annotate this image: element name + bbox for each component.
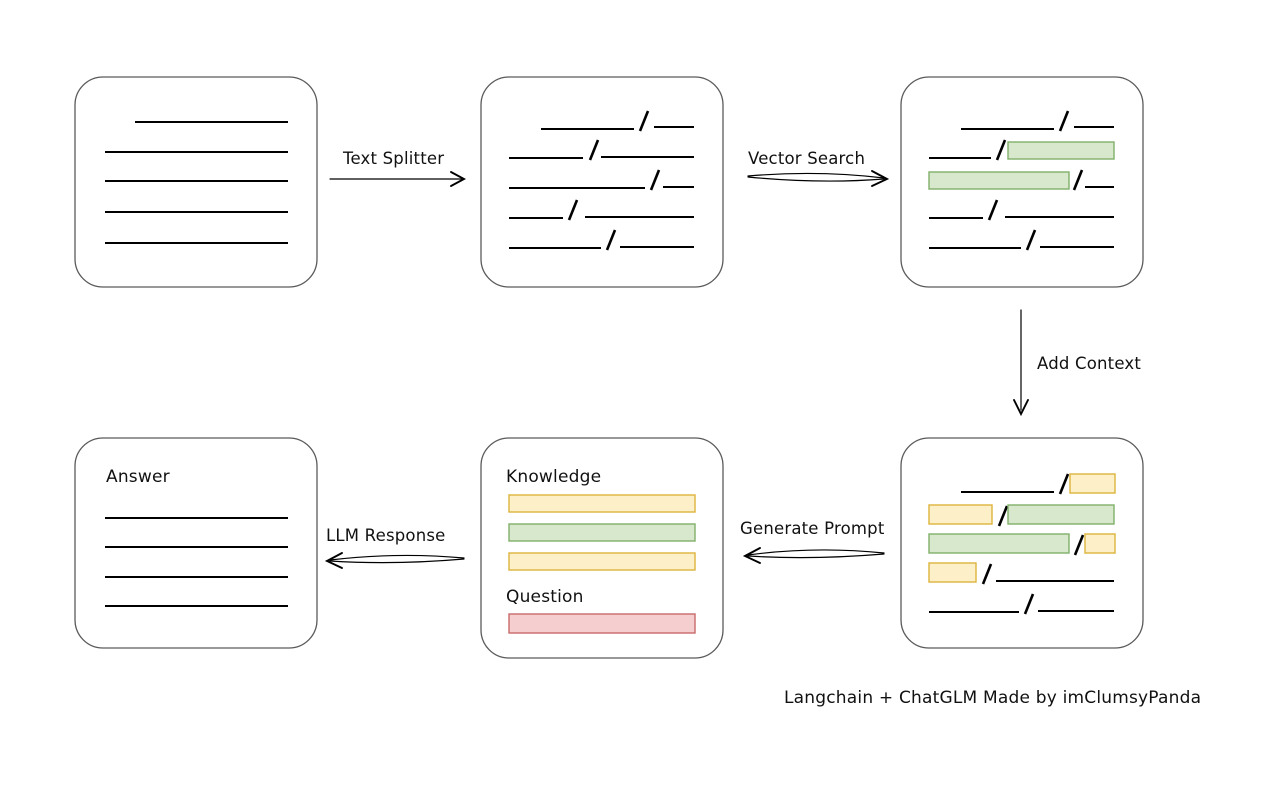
edge-add-context-label: Add Context xyxy=(1037,354,1141,373)
split-chunks-box[interactable] xyxy=(480,76,724,288)
answer-heading: Answer xyxy=(106,467,170,487)
prompt-knowledge-bar-1 xyxy=(508,494,696,513)
cchunk-slash-3 xyxy=(1073,534,1085,556)
vchunk-highlight-green-2 xyxy=(1007,141,1115,160)
edge-generate-prompt-line-top xyxy=(747,549,885,556)
vchunk-slash-4 xyxy=(987,199,999,221)
edge-llm-response-arrowhead xyxy=(324,552,343,569)
cchunk-slash-4 xyxy=(981,563,993,585)
prompt-question-heading: Question xyxy=(506,587,584,607)
chunk-slash-3 xyxy=(649,169,661,191)
cchunk-highlight-green-3 xyxy=(928,533,1070,554)
chunk-slash-4 xyxy=(567,199,579,221)
edge-text-splitter[interactable]: Text Splitter xyxy=(329,149,467,187)
edge-generate-prompt[interactable]: Generate Prompt xyxy=(740,519,885,564)
edge-text-splitter-label: Text Splitter xyxy=(342,149,444,168)
cchunk-highlight-yellow-3 xyxy=(1084,533,1116,554)
cchunk-highlight-green-2 xyxy=(1007,504,1115,525)
edge-generate-prompt-arrowhead xyxy=(742,547,761,564)
node-split-chunks[interactable] xyxy=(480,76,724,288)
prompt-knowledge-bar-3 xyxy=(508,552,696,571)
node-vector-matched-chunks[interactable] xyxy=(900,76,1144,288)
edge-llm-response[interactable]: LLM Response xyxy=(324,526,465,569)
cchunk-highlight-yellow-4 xyxy=(928,562,977,583)
edge-llm-response-line-top xyxy=(329,554,465,561)
edge-vector-search-line-top xyxy=(747,172,885,179)
edge-add-context[interactable]: Add Context xyxy=(1013,309,1141,417)
cchunk-slash-5 xyxy=(1023,593,1035,615)
prompt-knowledge-bar-2 xyxy=(508,523,696,542)
cchunk-highlight-yellow-2 xyxy=(928,504,993,525)
vchunk-highlight-green-3 xyxy=(928,171,1070,190)
vchunk-slash-1 xyxy=(1058,110,1070,132)
answer-box[interactable] xyxy=(74,437,318,649)
edge-vector-search-label: Vector Search xyxy=(748,149,865,168)
edge-llm-response-label: LLM Response xyxy=(326,526,446,545)
chunk-slash-1 xyxy=(638,110,650,132)
prompt-question-bar xyxy=(508,613,696,634)
prompt-knowledge-heading: Knowledge xyxy=(506,467,601,487)
vchunk-slash-3 xyxy=(1072,169,1084,191)
chunk-slash-5 xyxy=(605,229,617,251)
prompt-box[interactable] xyxy=(480,437,724,659)
node-answer[interactable]: Answer xyxy=(74,437,318,649)
diagram-caption: Langchain + ChatGLM Made by imClumsyPand… xyxy=(784,688,1201,708)
cchunk-slash-2 xyxy=(997,505,1009,527)
edge-add-context-arrowhead xyxy=(1013,399,1029,417)
cchunk-highlight-yellow-1 xyxy=(1069,473,1116,494)
node-prompt[interactable]: Knowledge Question xyxy=(480,437,724,659)
edge-vector-search[interactable]: Vector Search xyxy=(747,149,890,187)
chunk-slash-2 xyxy=(588,139,600,161)
edge-generate-prompt-line-bottom xyxy=(747,553,885,559)
vchunk-slash-5 xyxy=(1025,229,1037,251)
node-context-added-chunks[interactable] xyxy=(900,437,1144,649)
edge-vector-search-arrowhead xyxy=(871,170,890,187)
edge-text-splitter-arrowhead xyxy=(450,171,467,187)
cchunk-slash-1 xyxy=(1058,473,1070,495)
edge-generate-prompt-label: Generate Prompt xyxy=(740,519,885,538)
edge-llm-response-line-bottom xyxy=(329,558,465,564)
edge-vector-search-line-bottom xyxy=(747,176,885,182)
vchunk-slash-2 xyxy=(995,139,1007,161)
node-source-document[interactable] xyxy=(74,76,318,288)
